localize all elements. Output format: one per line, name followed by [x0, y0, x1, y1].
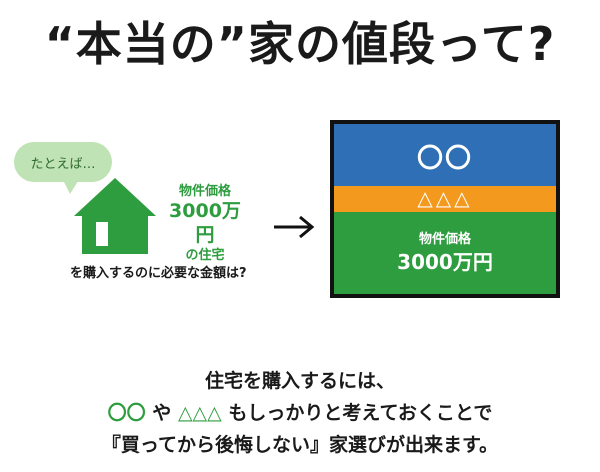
bottom-text-line3: 『買ってから後悔しない』家選びが出来ます。: [101, 434, 499, 456]
cost-stack: 〇〇 △△△ 物件価格 3000万円: [330, 120, 560, 298]
house-icon: [74, 178, 156, 254]
cost-segment-middle: △△△: [334, 186, 556, 212]
cost-segment-middle-label: △△△: [417, 186, 473, 210]
cost-segment-bottom-label1: 物件価格: [418, 232, 471, 247]
house-label-line2: 3000万円: [169, 200, 241, 246]
house-label-line3: の住宅: [185, 247, 225, 263]
right-arrow-icon: [274, 215, 315, 239]
bottom-text-ya: や: [152, 402, 172, 424]
house-price-label: 物件価格 3000万円 の住宅: [160, 184, 250, 264]
question-text: を購入するのに必要な金額は?: [70, 266, 247, 281]
bottom-text-rest: もしっかりと考えておくことで: [228, 402, 493, 424]
cost-segment-top-label: 〇〇: [416, 144, 473, 174]
cost-segment-bottom: 物件価格 3000万円: [334, 212, 556, 294]
house-label-line1: 物件価格: [178, 184, 231, 199]
cost-segment-top: 〇〇: [334, 124, 556, 186]
bottom-text-triangles: △△△: [177, 402, 222, 424]
cost-segment-bottom-label2: 3000万円: [397, 250, 493, 274]
speech-bubble: たとえば…: [14, 142, 112, 182]
bottom-text-line2: 〇〇 や △△△ もしっかりと考えておくことで: [0, 398, 600, 425]
bottom-text-circles: 〇〇: [107, 402, 146, 424]
page-title: “本当の”家の値段って?: [44, 17, 556, 71]
bottom-text-line1: 住宅を購入するには、: [204, 370, 395, 392]
speech-bubble-tail: [62, 178, 80, 194]
